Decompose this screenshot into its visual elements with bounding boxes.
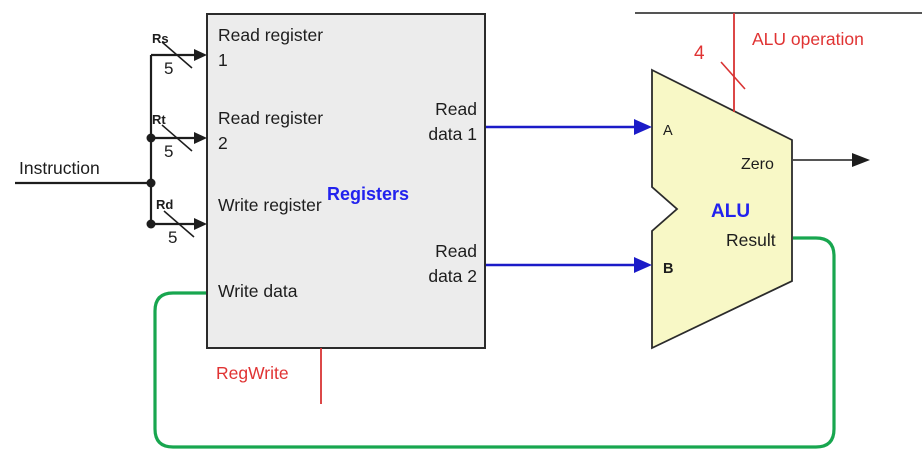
read-data-2-port-label: Read data 2 [428, 241, 477, 286]
rt-field-label: Rt [152, 112, 166, 127]
rs-arrowhead [194, 49, 207, 61]
alu-zero-output-label: Zero [741, 156, 774, 173]
read-data-1-port-label: Read data 1 [428, 99, 477, 144]
registers-title: Registers [326, 184, 410, 204]
rs-field-label: Rs [152, 31, 169, 46]
registers-box [206, 13, 486, 349]
alu-operation-width-slash [720, 61, 746, 90]
regwrite-control-label: RegWrite [216, 363, 289, 383]
write-register-port-label: Write register [218, 195, 322, 215]
read-data-2-arrowhead [634, 257, 652, 273]
alu-operation-bit-width: 4 [694, 43, 705, 64]
alu-port-b-label: B [663, 261, 674, 277]
instruction-junction-dot [146, 178, 156, 188]
rd-junction-dot [146, 219, 156, 229]
rt-arrowhead [194, 132, 207, 144]
instruction-label: Instruction [19, 158, 100, 178]
alu-result-output-label: Result [726, 230, 776, 250]
alu-port-a-label: A [663, 123, 673, 139]
read-data-1-arrowhead [634, 119, 652, 135]
rd-width-slash [163, 210, 195, 238]
rt-junction-dot [146, 133, 156, 143]
rt-bit-width: 5 [164, 142, 174, 161]
read-register-1-port-label: Read register 1 [218, 25, 324, 70]
rd-field-label: Rd [156, 197, 174, 212]
zero-arrowhead [852, 153, 870, 167]
alu-operation-control-label: ALU operation [752, 29, 864, 49]
read-register-2-port-label: Read register 2 [218, 108, 324, 153]
rd-bit-width: 5 [168, 228, 178, 247]
rs-bit-width: 5 [164, 59, 174, 78]
rs-width-slash [161, 41, 193, 69]
result-feedback-wire [153, 236, 836, 449]
rd-arrowhead [194, 218, 207, 230]
rt-width-slash [161, 124, 193, 152]
write-data-port-label: Write data [218, 281, 298, 301]
alu-title: ALU [711, 201, 751, 222]
alu-shape [651, 68, 793, 350]
